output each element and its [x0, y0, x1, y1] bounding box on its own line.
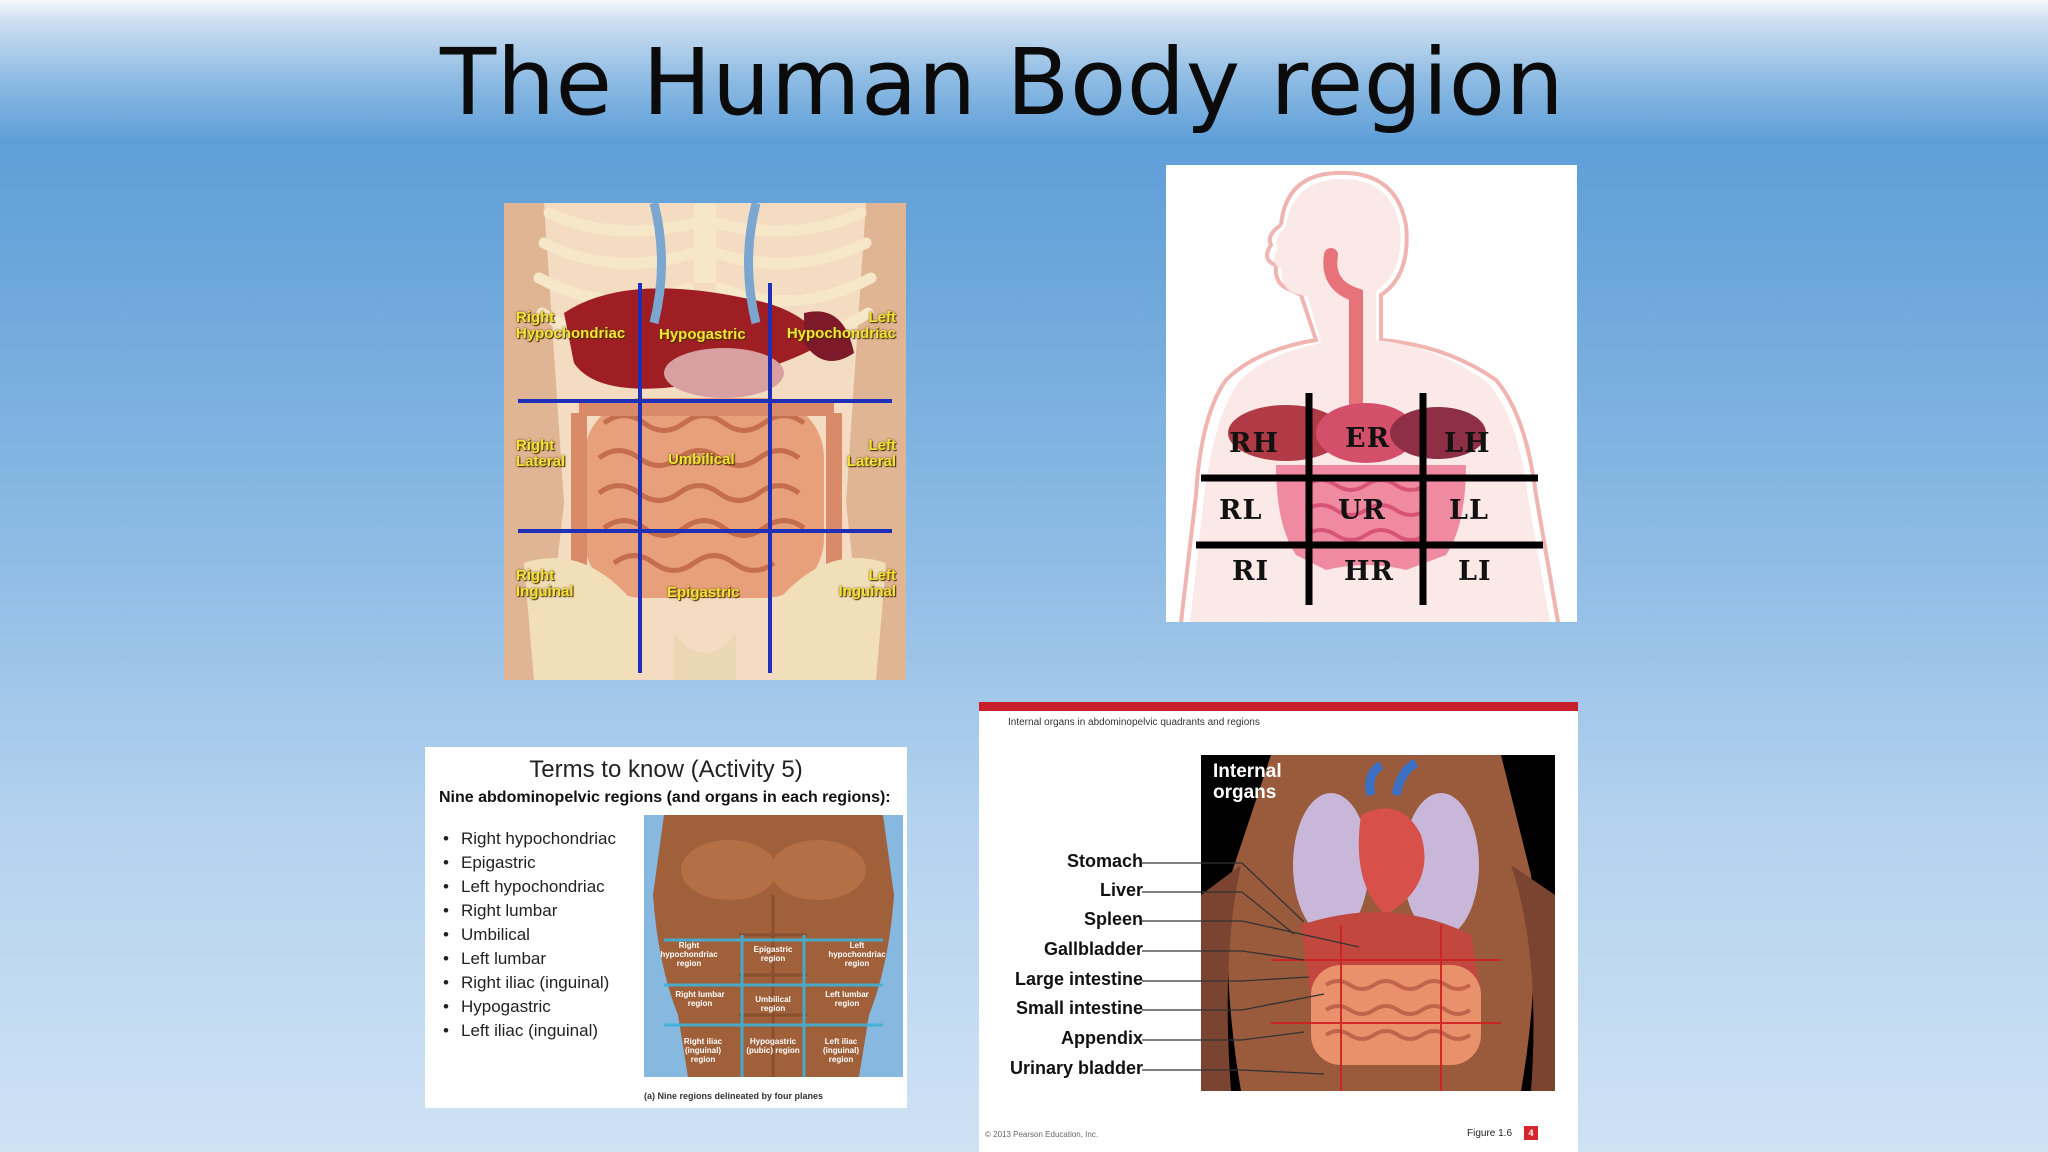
page-badge: 4: [1524, 1126, 1538, 1140]
quadrant-label: RI: [1232, 556, 1270, 587]
list-item: Right hypochondriac: [439, 827, 616, 851]
region-grid-label: Left hypochondriac region: [828, 941, 886, 968]
organ-label-liver: Liver: [1099, 880, 1143, 900]
list-item: Left lumbar: [439, 947, 616, 971]
region-grid-label: Right lumbar region: [675, 990, 725, 1008]
region-grid-label: Left lumbar region: [825, 990, 869, 1008]
terms-to-know-panel: Terms to know (Activity 5) Nine abdomino…: [425, 747, 907, 1108]
quadrant-label: LL: [1449, 495, 1489, 526]
region-grid-label: Right iliac (inguinal) region: [683, 1037, 723, 1064]
region-label: Umbilical: [668, 451, 735, 468]
terms-panel-subtitle: Nine abdominopelvic regions (and organs …: [439, 789, 891, 806]
figure-header: Internal organs in abdominopelvic quadra…: [1008, 717, 1260, 728]
organ-label-large-intestine: Large intestine: [1014, 969, 1143, 989]
internal-organs-photo: Internal organs: [1201, 755, 1555, 1091]
quadrant-label: RH: [1229, 428, 1279, 459]
region-grid-label: Epigastric region: [753, 945, 793, 963]
terms-panel-title: Terms to know (Activity 5): [529, 756, 803, 783]
organ-label-spleen: Spleen: [1083, 909, 1143, 929]
photo-label: Internal organs: [1213, 761, 1282, 803]
region-label: Hypogastric: [659, 326, 746, 343]
list-item: Right iliac (inguinal): [439, 971, 616, 995]
list-item: Left hypochondriac: [439, 875, 616, 899]
region-grid-label: Umbilical region: [755, 995, 791, 1013]
organ-label-gallbladder: Gallbladder: [1043, 939, 1143, 959]
anatomy-illustration: [504, 203, 906, 680]
region-grid-label: Hypogastric (pubic) region: [746, 1037, 800, 1055]
organ-label-stomach: Stomach: [1066, 851, 1143, 871]
figure-accent-bar: [979, 702, 1578, 711]
list-item: Right lumbar: [439, 899, 616, 923]
list-item: Epigastric: [439, 851, 616, 875]
quadrant-label: LH: [1444, 428, 1491, 459]
region-terms-list: Right hypochondriac Epigastric Left hypo…: [439, 827, 616, 1043]
quadrant-label: HR: [1344, 556, 1394, 587]
copyright-note: © 2013 Pearson Education, Inc.: [985, 1130, 1099, 1139]
internal-organs-figure: Internal organs in abdominopelvic quadra…: [979, 702, 1578, 1152]
region-grid-label: Right hypochondriac region: [660, 941, 718, 968]
quadrant-label: RL: [1219, 495, 1263, 526]
figure-caption: (a) Nine regions delineated by four plan…: [644, 1091, 824, 1101]
torso-illustration: [644, 815, 903, 1077]
quadrant-label: UR: [1338, 495, 1386, 526]
organ-label-urinary-bladder: Urinary bladder: [1009, 1058, 1143, 1078]
quadrant-label: LI: [1458, 556, 1492, 587]
region-grid-label: Left iliac (inguinal) region: [823, 1037, 859, 1064]
organ-label-small-intestine: Small intestine: [1015, 998, 1143, 1018]
body-outline-illustration: [1166, 165, 1577, 622]
organs-illustration: [1201, 755, 1555, 1091]
quadrant-diagram-image: RH ER LH RL UR LL RI HR LI: [1166, 165, 1577, 622]
list-item: Left iliac (inguinal): [439, 1019, 616, 1043]
list-item: Hypogastric: [439, 995, 616, 1019]
list-item: Umbilical: [439, 923, 616, 947]
figure-number: Figure 1.6: [1467, 1128, 1513, 1139]
region-label: Epigastric: [667, 584, 740, 601]
slide-title: The Human Body region: [440, 29, 1565, 136]
quadrant-label: ER: [1345, 423, 1391, 454]
torso-regions-photo: Right hypochondriac region Epigastric re…: [644, 815, 903, 1077]
organ-label-appendix: Appendix: [1060, 1028, 1143, 1048]
